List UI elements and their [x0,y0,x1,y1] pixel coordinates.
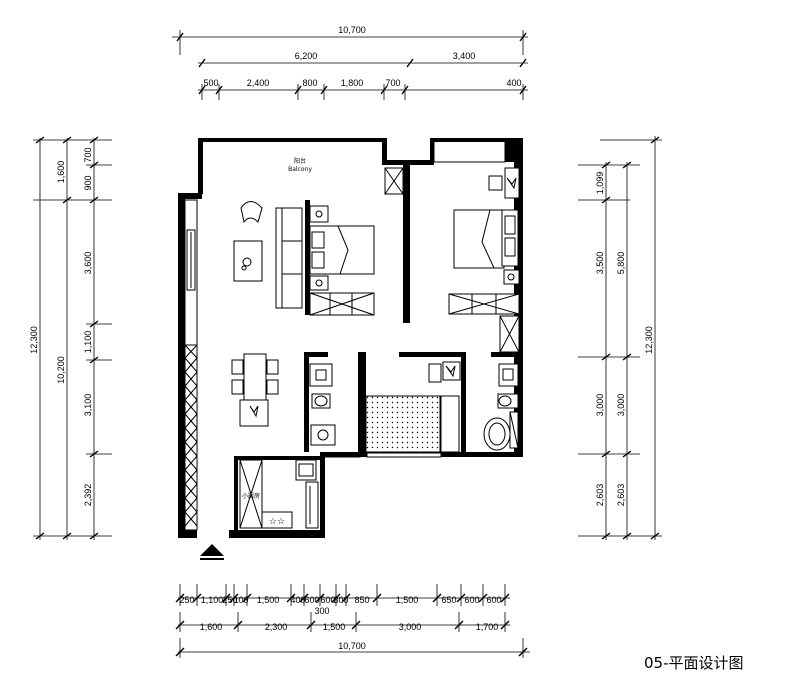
walls [178,138,523,538]
top-overall-dim: 10,700 [338,25,366,35]
bottom-dim-850: 850 [354,595,369,605]
bedroom-1-furniture [309,205,375,316]
left-dim-1100: 1,100 [83,331,93,354]
top-dim-1800: 1,800 [341,78,364,88]
left-dim-700: 700 [83,147,93,162]
dining-set [231,353,279,427]
bottom-dim-3000: 3,000 [399,622,422,632]
bottom-dim-1700: 1,700 [476,622,499,632]
bottom-dim-250-a: 250 [179,595,194,605]
bottom-dim-400: 400 [290,595,305,605]
bottom-overall-dim: 10,700 [338,641,366,651]
left-dim-1600: 1,600 [56,161,66,184]
right-dim-3500: 3,500 [595,252,605,275]
bottom-dim-100: 100 [233,595,248,605]
left-dimension-chain: 12,300 10,200 700 1,600 900 3,600 1,100 … [29,136,112,540]
right-dim-2603-a: 2,603 [595,484,605,507]
stove-icon: ☆☆ [269,516,285,526]
left-dim-3600: 3,600 [83,252,93,275]
left-dim-2392: 2,392 [83,484,93,507]
top-dim-400: 400 [506,78,521,88]
left-dim-10200: 10,200 [56,356,66,384]
right-dim-5800: 5,800 [616,252,626,275]
bathroom-2-fixtures [483,363,519,451]
left-dim-900: 900 [83,175,93,190]
top-dim-500: 500 [203,78,218,88]
bottom-dim-600-b: 600 [320,595,335,605]
bottom-dim-600-d: 600 [486,595,501,605]
top-dim-2400: 2,400 [247,78,270,88]
balcony-label-en: Balcony [288,166,312,173]
bottom-dim-250-b: 250 [222,595,237,605]
bottom-dim-1100: 1,100 [201,595,224,605]
dressing-room [365,361,461,453]
drawing-title: 05-平面设计图 [644,654,744,672]
top-dim-700: 700 [385,78,400,88]
bottom-dim-600-c: 600 [464,595,479,605]
bottom-dim-1500-c: 1,500 [323,622,346,632]
bottom-dimension-chain: 250 1,100 250 100 1,500 400 600 600 300 … [175,584,530,658]
right-dimension-chain: 1,099 3,500 3,000 2,603 5,800 3,000 2,60… [578,136,662,540]
top-dim-800: 800 [302,78,317,88]
bottom-dim-1600: 1,600 [200,622,223,632]
kitchen-fixtures: 小厨房 ☆☆ [239,459,319,529]
balcony-label-cn: 阳台 [294,157,306,165]
right-overall-dim: 12,300 [644,326,654,354]
right-dim-3000-b: 3,000 [616,394,626,417]
bottom-dim-300: 300 [333,595,348,605]
right-dim-1099: 1,099 [595,172,605,195]
left-overall-dim: 12,300 [29,326,39,354]
bottom-dim-2300: 2,300 [265,622,288,632]
right-dim-2603-b: 2,603 [616,484,626,507]
bottom-dim-1500-a: 1,500 [257,595,280,605]
entrance-arrow-icon [200,544,224,556]
living-room-furniture [233,201,303,309]
bottom-dim-650: 650 [441,595,456,605]
top-dimension-chain: 10,700 6,200 3,400 500 2,400 800 1,800 7… [172,25,528,100]
kitchen-label: 小厨房 [242,492,260,500]
left-dim-3100: 3,100 [83,394,93,417]
bottom-dim-300-extra: 300 [314,606,329,616]
top-dim-6200: 6,200 [295,51,318,61]
bottom-dim-600-a: 600 [304,595,319,605]
utility-closet [384,167,404,195]
top-dim-3400: 3,400 [453,51,476,61]
windows [184,140,506,531]
bottom-dim-1500-b: 1,500 [396,595,419,605]
bathroom-1-fixtures [309,363,336,446]
right-dim-3000-a: 3,000 [595,394,605,417]
bedroom-2-furniture [448,167,520,353]
